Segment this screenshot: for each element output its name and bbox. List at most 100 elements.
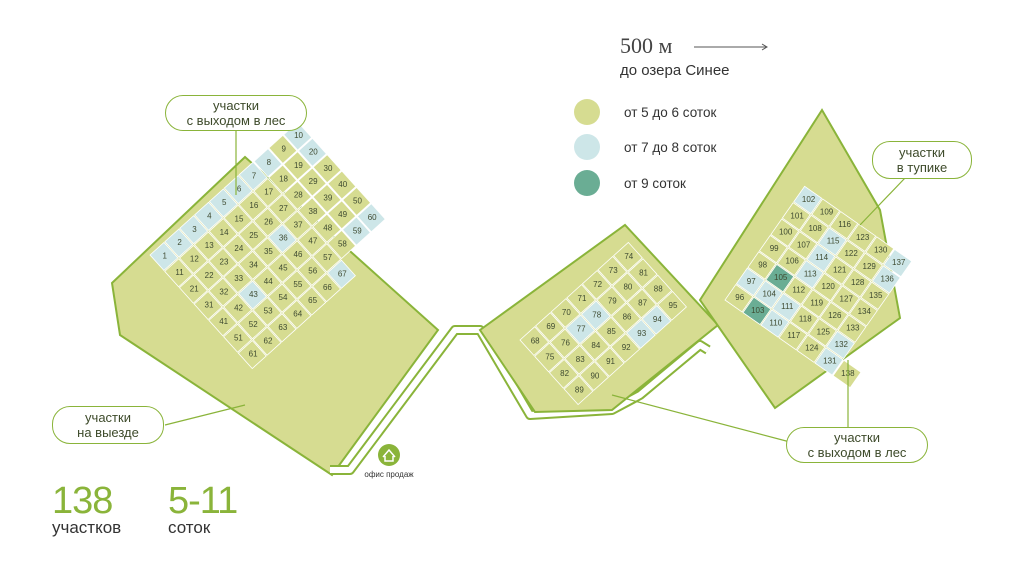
plot-17[interactable] — [253, 177, 283, 208]
plot-3[interactable] — [179, 215, 209, 245]
plot-5[interactable] — [208, 188, 238, 218]
plot-50[interactable] — [342, 186, 372, 216]
plot-126[interactable] — [819, 301, 849, 331]
plot-123[interactable] — [847, 223, 877, 253]
plot-111[interactable] — [771, 292, 801, 322]
plot-102[interactable] — [793, 185, 823, 215]
plot-125[interactable] — [807, 318, 837, 347]
plot-93[interactable] — [626, 319, 656, 349]
plot-122[interactable] — [835, 239, 865, 269]
plot-72[interactable] — [581, 269, 612, 300]
plot-107[interactable] — [788, 231, 818, 260]
plot-77[interactable] — [565, 314, 596, 345]
plot-84[interactable] — [580, 330, 610, 361]
plot-74[interactable] — [613, 241, 643, 272]
plot-11[interactable] — [164, 258, 194, 288]
plot-4[interactable] — [194, 201, 224, 231]
plot-2[interactable] — [164, 228, 194, 258]
plot-128[interactable] — [842, 268, 872, 298]
plot-121[interactable] — [824, 256, 854, 285]
plot-18[interactable] — [268, 164, 298, 194]
plot-47[interactable] — [297, 226, 327, 257]
plot-81[interactable] — [627, 258, 658, 289]
plot-115[interactable] — [817, 227, 847, 256]
plot-103[interactable] — [742, 296, 772, 326]
plot-52[interactable] — [237, 310, 267, 340]
plot-83[interactable] — [564, 344, 595, 375]
plot-38[interactable] — [297, 197, 327, 227]
plot-112[interactable] — [783, 276, 813, 305]
plot-136[interactable] — [871, 265, 901, 294]
plot-109[interactable] — [811, 198, 841, 227]
plot-44[interactable] — [252, 267, 282, 297]
plot-54[interactable] — [267, 283, 297, 313]
plot-12[interactable] — [179, 244, 209, 274]
plot-82[interactable] — [548, 358, 579, 389]
plot-89[interactable] — [563, 375, 594, 406]
plot-92[interactable] — [610, 333, 641, 363]
plot-65[interactable] — [297, 286, 327, 316]
plot-120[interactable] — [812, 272, 842, 302]
plot-39[interactable] — [312, 183, 342, 214]
plot-97[interactable] — [735, 267, 765, 297]
plot-9[interactable] — [268, 134, 298, 164]
plot-95[interactable] — [657, 290, 687, 321]
plot-8[interactable] — [253, 148, 283, 178]
plot-55[interactable] — [282, 270, 312, 300]
plot-36[interactable] — [267, 223, 297, 254]
plot-27[interactable] — [268, 194, 298, 224]
plot-67[interactable] — [326, 259, 356, 289]
plot-49[interactable] — [327, 200, 357, 230]
plot-94[interactable] — [641, 304, 672, 335]
plot-134[interactable] — [848, 297, 878, 327]
plot-80[interactable] — [612, 272, 642, 303]
plot-124[interactable] — [796, 334, 826, 363]
plot-138[interactable] — [832, 359, 862, 389]
plot-25[interactable] — [238, 221, 268, 251]
plot-99[interactable] — [758, 234, 788, 264]
plot-117[interactable] — [778, 321, 808, 351]
plot-46[interactable] — [282, 240, 312, 270]
plot-79[interactable] — [596, 286, 627, 317]
plot-22[interactable] — [193, 261, 223, 291]
plot-75[interactable] — [534, 342, 564, 373]
plot-34[interactable] — [238, 250, 268, 280]
plot-88[interactable] — [642, 274, 673, 305]
plot-29[interactable] — [297, 167, 327, 197]
plot-91[interactable] — [594, 347, 625, 377]
plot-61[interactable] — [237, 339, 267, 370]
plot-15[interactable] — [223, 204, 253, 234]
plot-45[interactable] — [267, 253, 297, 283]
plot-33[interactable] — [223, 264, 253, 294]
plot-42[interactable] — [223, 293, 253, 324]
plot-51[interactable] — [223, 323, 253, 353]
plot-30[interactable] — [312, 154, 342, 184]
plot-129[interactable] — [853, 252, 883, 282]
plot-133[interactable] — [837, 314, 867, 343]
plot-35[interactable] — [253, 237, 283, 267]
plot-66[interactable] — [312, 273, 342, 303]
plot-127[interactable] — [830, 285, 860, 314]
plot-59[interactable] — [341, 216, 371, 246]
plot-6[interactable] — [223, 174, 253, 205]
plot-110[interactable] — [760, 309, 790, 338]
plot-135[interactable] — [860, 281, 890, 311]
plot-40[interactable] — [327, 170, 357, 200]
plot-26[interactable] — [253, 207, 283, 237]
plot-73[interactable] — [597, 255, 628, 286]
plot-37[interactable] — [282, 210, 312, 240]
plot-116[interactable] — [829, 210, 859, 240]
plot-68[interactable] — [519, 326, 550, 357]
plot-70[interactable] — [550, 298, 581, 328]
plot-48[interactable] — [312, 213, 342, 243]
plot-63[interactable] — [267, 313, 297, 343]
plot-130[interactable] — [865, 236, 895, 265]
plot-21[interactable] — [178, 274, 208, 304]
plot-58[interactable] — [327, 229, 357, 260]
plot-86[interactable] — [611, 302, 642, 333]
plot-41[interactable] — [208, 307, 238, 337]
plot-13[interactable] — [193, 231, 223, 261]
plot-76[interactable] — [549, 328, 580, 359]
plot-7[interactable] — [238, 161, 268, 191]
plot-108[interactable] — [799, 214, 829, 244]
